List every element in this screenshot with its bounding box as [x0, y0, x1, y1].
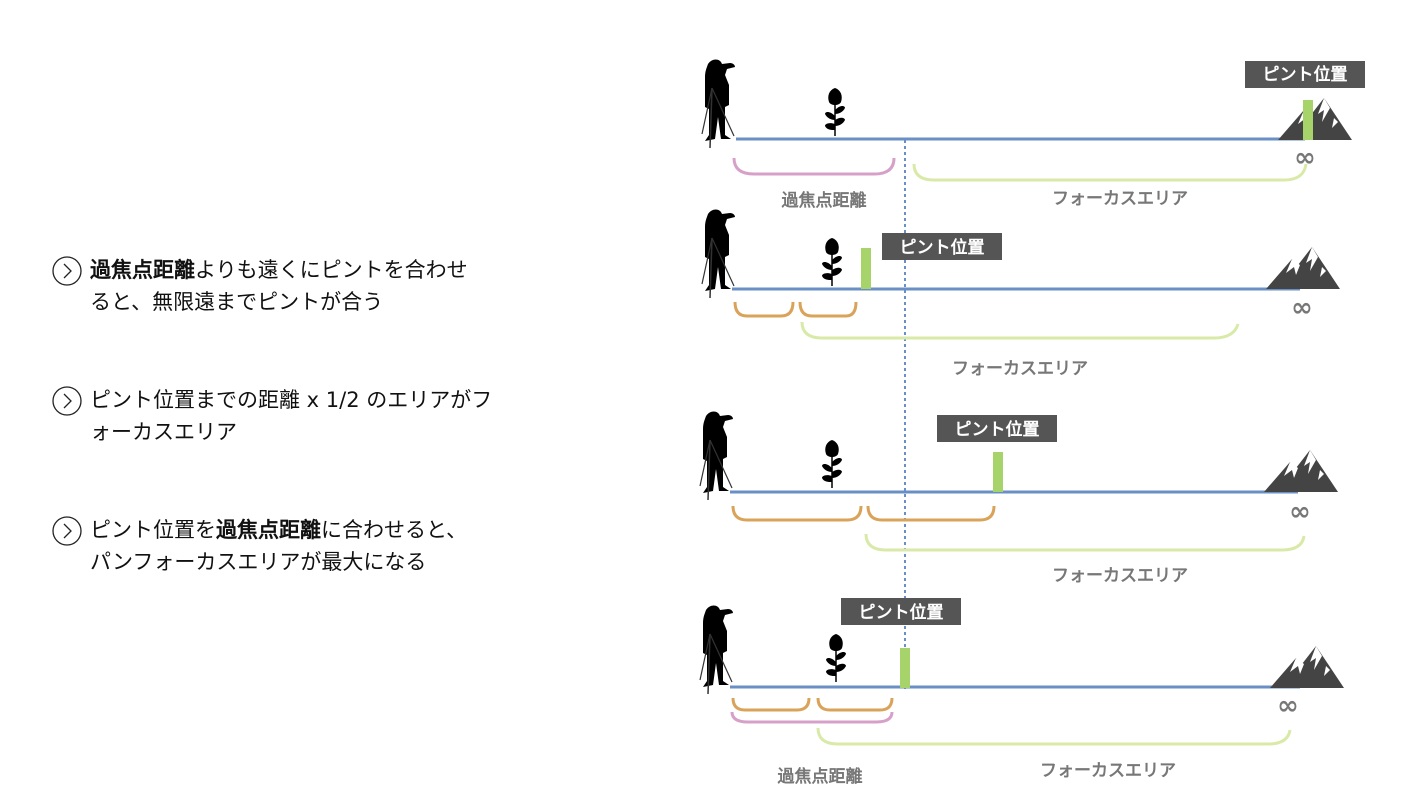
bold-term: 過焦点距離 — [90, 258, 195, 282]
flower-icon — [824, 87, 846, 137]
half-distance-bracket — [866, 505, 996, 522]
focus-marker — [1303, 100, 1313, 140]
infinity-label: ∞ — [1289, 497, 1311, 527]
flower-icon — [821, 237, 843, 287]
focus-area-label: フォーカスエリア — [1052, 189, 1188, 209]
focus-position-label: ピント位置 — [955, 419, 1040, 440]
hyperfocal-bracket — [732, 157, 896, 176]
bullet-text: ピント位置を過焦点距離に合わせると、パンフォーカスエリアが最大になる — [90, 514, 582, 578]
bullet-point: ピント位置を過焦点距離に合わせると、パンフォーカスエリアが最大になる — [52, 514, 582, 578]
focus-position-label-bg — [937, 415, 1057, 442]
scenario-3: ピント位置 ∞ フォーカスエリア — [699, 410, 1338, 586]
half-distance-bracket — [731, 505, 863, 522]
photographer-icon — [701, 208, 736, 299]
focus-position-label-bg — [882, 233, 1002, 260]
scenario-2: ピント位置 ∞ フォーカスエリア — [701, 208, 1340, 379]
flower-icon — [825, 633, 847, 683]
text-segment: ピント位置を — [90, 518, 216, 542]
infinity-label: ∞ — [1277, 691, 1299, 721]
bold-term: 過焦点距離 — [216, 518, 321, 542]
infinity-label: ∞ — [1294, 143, 1316, 173]
half-distance-bracket — [731, 697, 811, 712]
text-segment: に合わせると、パンフォーカスエリアが最大になる — [90, 518, 468, 574]
mountain-icon — [1266, 247, 1340, 289]
focus-area-label: フォーカスエリア — [1052, 566, 1188, 586]
photographer-icon — [699, 410, 734, 501]
focus-area-bracket — [816, 727, 1292, 746]
hyperfocal-bracket — [730, 711, 894, 724]
hyperfocal-label: 過焦点距離 — [782, 190, 867, 211]
half-distance-bracket — [816, 697, 894, 712]
text-segment: よりも遠くにピントを合わせると、無限遠までピントが合う — [90, 258, 468, 314]
focus-marker — [861, 248, 871, 289]
chevron-circle-icon — [52, 516, 82, 546]
focus-position-label: ピント位置 — [859, 602, 944, 623]
bullet-text: 過焦点距離よりも遠くにピントを合わせると、無限遠までピントが合う — [90, 254, 582, 318]
photographer-icon — [699, 604, 734, 695]
focus-area-label: フォーカスエリア — [1040, 761, 1176, 781]
scenario-1: ピント位置 ∞ 過焦点距離 フォーカスエリア — [701, 58, 1365, 211]
focus-position-label-bg — [1245, 61, 1365, 88]
text-segment: ピント位置までの距離 x 1/2 のエリアがフォーカスエリア — [90, 388, 493, 444]
infinity-label: ∞ — [1291, 293, 1313, 323]
mountain-icon — [1264, 450, 1338, 492]
half-distance-bracket — [798, 301, 858, 318]
focus-position-label: ピント位置 — [1263, 64, 1348, 85]
focus-area-bracket — [864, 533, 1306, 552]
hyperfocal-label: 過焦点距離 — [778, 766, 863, 787]
focus-position-label-bg — [841, 598, 961, 625]
bullet-text: ピント位置までの距離 x 1/2 のエリアがフォーカスエリア — [90, 384, 582, 448]
focus-area-bracket — [912, 163, 1308, 182]
half-distance-bracket — [733, 301, 795, 318]
focus-marker — [900, 648, 910, 688]
flower-icon — [821, 439, 843, 489]
bullet-point: ピント位置までの距離 x 1/2 のエリアがフォーカスエリア — [52, 384, 582, 448]
mountain-icon — [1278, 98, 1352, 140]
focus-area-label: フォーカスエリア — [952, 359, 1088, 379]
scenario-4: ピント位置 ∞ 過焦点距離 フォーカスエリア — [699, 598, 1344, 787]
focus-area-bracket — [800, 321, 1240, 340]
mountain-icon — [1270, 646, 1344, 688]
focus-marker — [993, 452, 1003, 492]
photographer-icon — [701, 58, 736, 149]
focus-position-label: ピント位置 — [900, 237, 985, 258]
bullet-point: 過焦点距離よりも遠くにピントを合わせると、無限遠までピントが合う — [52, 254, 582, 318]
chevron-circle-icon — [52, 386, 82, 416]
chevron-circle-icon — [52, 256, 82, 286]
